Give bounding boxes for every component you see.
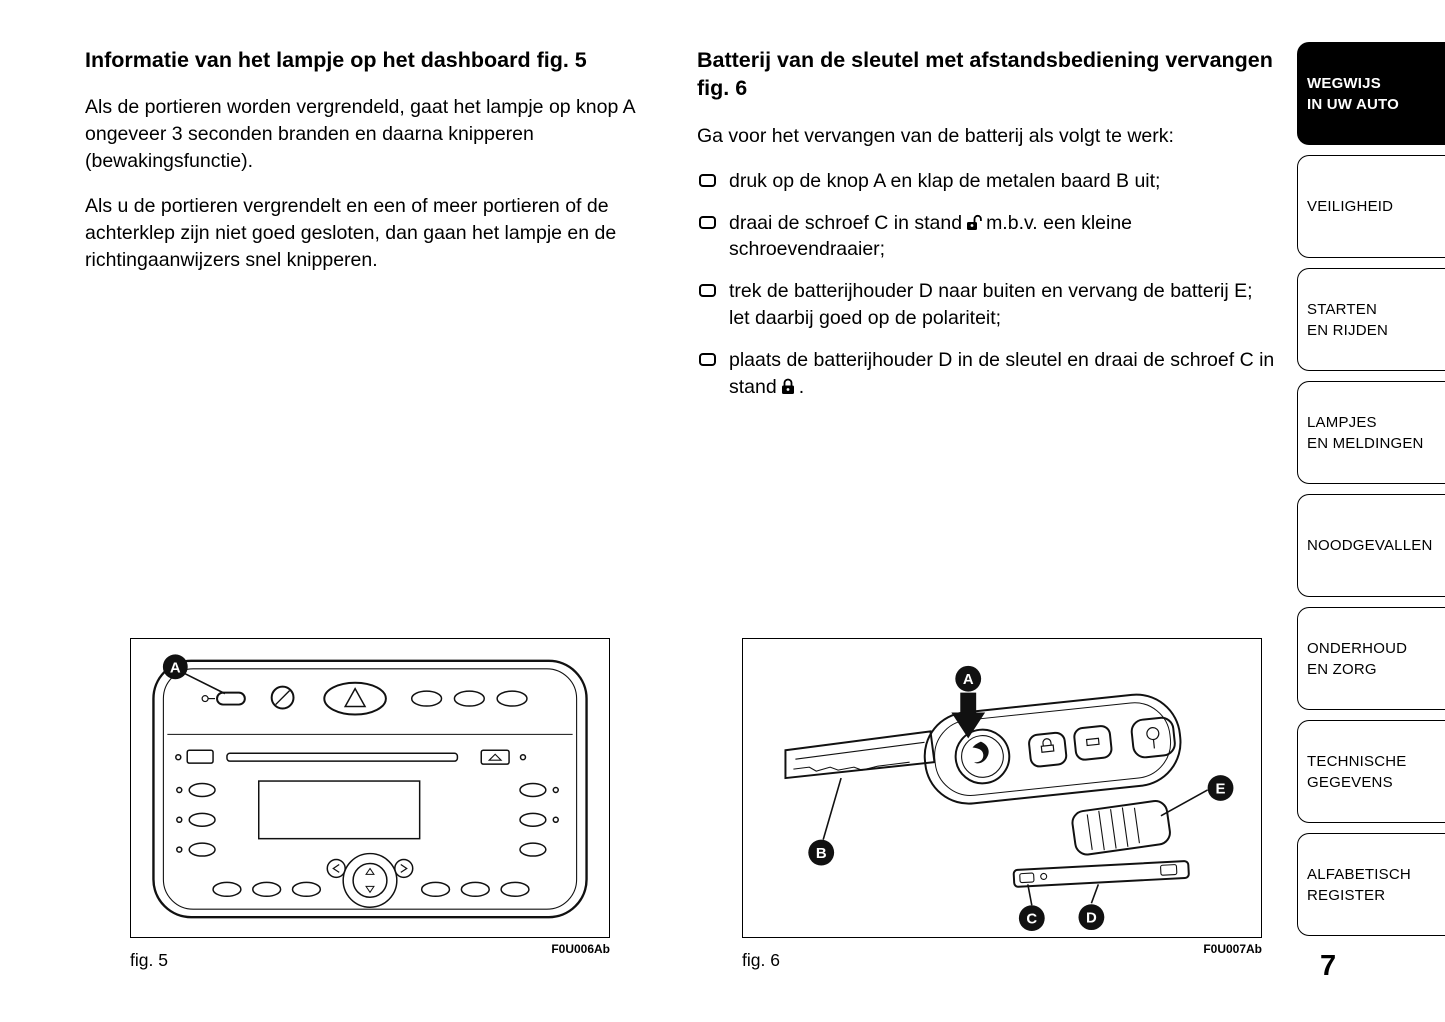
sidebar-tab-lampjes-en-meldingen[interactable]: LAMPJES EN MELDINGEN [1297, 381, 1445, 484]
sidebar-tab-technische-gegevens[interactable]: TECHNISCHE GEGEVENS [1297, 720, 1445, 823]
figure-5-caption: fig. 5 [130, 950, 168, 970]
sidebar-tab-noodgevallen[interactable]: NOODGEVALLEN [1297, 494, 1445, 597]
sidebar-tab-label: NOODGEVALLEN [1307, 537, 1433, 554]
figure-6-caption: fig. 6 [742, 950, 780, 970]
sidebar-tab-wegwijs-in-uw-auto[interactable]: WEGWIJS IN UW AUTO [1297, 42, 1445, 145]
sidebar-tab-veiligheid[interactable]: VEILIGHEID [1297, 155, 1445, 258]
page-number: 7 [1320, 950, 1337, 982]
left-column: Informatie van het lampje op het dashboa… [85, 46, 670, 292]
step-item: plaats de batterijhouder D in de sleutel… [697, 347, 1275, 401]
callout-a-badge [162, 654, 188, 680]
step-text: plaats de batterijhouder D in de sleutel… [729, 349, 1275, 399]
step-item: druk op de knop A en klap de metalen baa… [697, 168, 1275, 195]
steps-intro: Ga voor het vervangen van de batterij al… [697, 124, 1174, 147]
checkbox-bullet-icon [699, 284, 716, 298]
callout-b-label: B [816, 846, 827, 862]
left-paragraph-2: Als u de portieren vergrendelt en een of… [85, 195, 617, 271]
callout-e-label: E [1216, 781, 1226, 797]
closed-padlock-icon [781, 378, 794, 395]
callout-a-badge [955, 665, 982, 692]
callout-d-badge [1078, 904, 1105, 931]
figure-5-code: F0U006Ab [551, 942, 610, 956]
callout-c-badge [1018, 905, 1045, 932]
figure-6: A B E C D fig. 6 F0U007Ab [742, 638, 1262, 971]
callout-e-badge [1207, 775, 1234, 801]
section-index-sidebar: WEGWIJS IN UW AUTO VEILIGHEID STARTEN EN… [1297, 42, 1445, 946]
step-text: draai de schroef C in stand [729, 211, 963, 234]
sidebar-tab-label: STARTEN EN RIJDEN [1307, 300, 1388, 339]
left-section-heading: Informatie van het lampje op het dashboa… [85, 48, 587, 72]
sidebar-tab-label: LAMPJES EN MELDINGEN [1307, 413, 1424, 452]
callout-c-label: C [1026, 912, 1037, 928]
sidebar-tab-label: VEILIGHEID [1307, 198, 1394, 215]
sidebar-tab-label: ALFABETISCH REGISTER [1307, 865, 1411, 904]
sidebar-tab-starten-en-rijden[interactable]: STARTEN EN RIJDEN [1297, 268, 1445, 371]
step-text: m.b.v. een kleine schroevendraaier; [729, 211, 1133, 261]
right-section-heading: Batterij van de sleutel met afstandsbedi… [697, 48, 1273, 101]
step-list: druk op de knop A en klap de metalen baa… [697, 168, 1275, 401]
figure-6-frame: A B E C D [742, 638, 1262, 938]
step-text: . [798, 376, 805, 399]
checkbox-bullet-icon [699, 353, 716, 367]
figure-5-frame: A [130, 638, 610, 938]
key-illustration: A B E C D [784, 665, 1234, 932]
left-paragraph-1: Als de portieren worden vergrendeld, gaa… [85, 96, 635, 173]
sidebar-tab-label: ONDERHOUD EN ZORG [1307, 639, 1408, 678]
checkbox-bullet-icon [699, 173, 716, 187]
callout-a-label: A [170, 660, 181, 676]
sidebar-tab-label: TECHNISCHE GEGEVENS [1307, 752, 1407, 791]
step-text: druk op de knop A en klap de metalen baa… [729, 169, 1161, 192]
checkbox-bullet-icon [699, 215, 716, 229]
callout-d-label: D [1086, 911, 1097, 927]
right-column: Batterij van de sleutel met afstandsbedi… [697, 46, 1275, 416]
sidebar-tab-alfabetisch-register[interactable]: ALFABETISCH REGISTER [1297, 833, 1445, 936]
figure-5: A fig. 5 F0U006Ab [130, 638, 610, 971]
sidebar-tab-label: WEGWIJS IN UW AUTO [1307, 74, 1399, 113]
dashboard-illustration: A [152, 654, 588, 919]
open-padlock-icon [967, 214, 982, 230]
step-text: trek de batterijhouder D naar buiten en … [729, 280, 1253, 330]
sidebar-tab-onderhoud-en-zorg[interactable]: ONDERHOUD EN ZORG [1297, 607, 1445, 710]
arrow-down-icon [951, 692, 986, 739]
callout-a-label: A [963, 672, 974, 688]
callout-b-badge [808, 839, 835, 866]
figure-6-code: F0U007Ab [1203, 942, 1262, 956]
step-item: trek de batterijhouder D naar buiten en … [697, 278, 1275, 332]
